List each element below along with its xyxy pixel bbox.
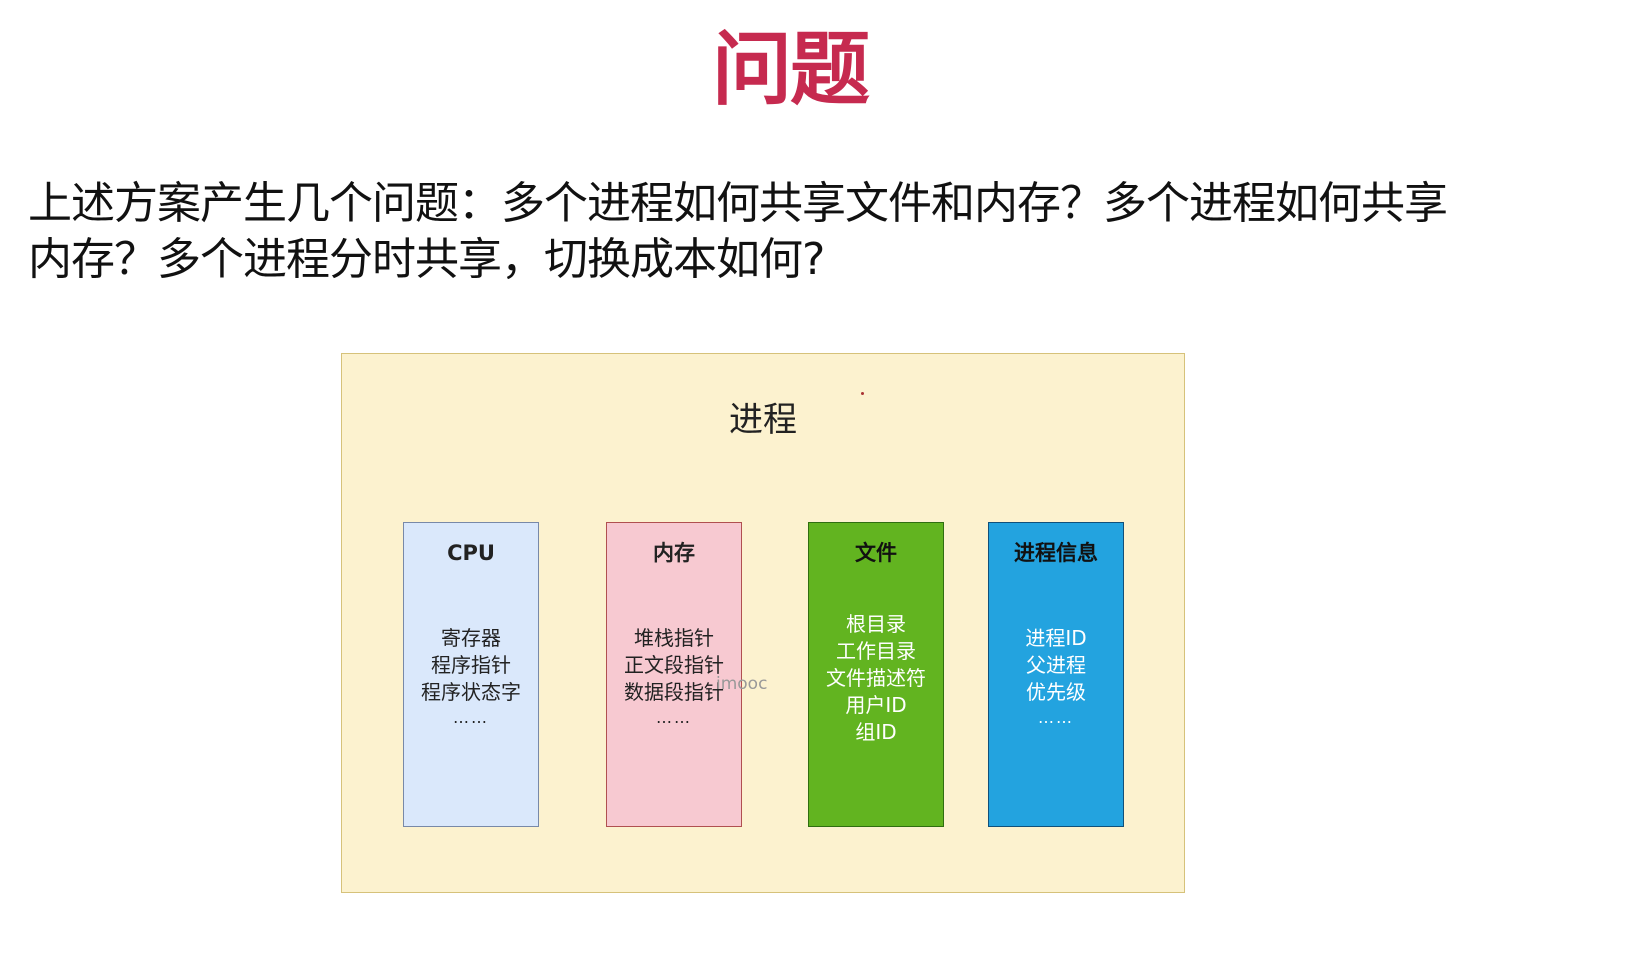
cpu-item: 寄存器 (441, 626, 501, 650)
process-info-more: …… (1038, 708, 1074, 727)
memory-heading: 内存 (653, 541, 695, 565)
process-info-heading: 进程信息 (1014, 541, 1098, 565)
memory-more: …… (656, 708, 692, 727)
cpu-more: …… (453, 708, 489, 727)
file-column: 文件 根目录 工作目录 文件描述符 用户ID 组ID (808, 522, 944, 827)
cpu-item: 程序指针 (431, 653, 511, 677)
watermark: imooc (716, 674, 768, 694)
cpu-column: CPU 寄存器 程序指针 程序状态字 …… (403, 522, 539, 827)
memory-item: 正文段指针 (624, 653, 724, 677)
memory-item: 堆栈指针 (634, 626, 714, 650)
question-text: 上述方案产生几个问题：多个进程如何共享文件和内存？多个进程如何共享内存？多个进程… (28, 178, 1448, 285)
process-info-item: 优先级 (1026, 680, 1086, 704)
memory-item: 数据段指针 (624, 680, 724, 704)
process-info-item: 父进程 (1026, 653, 1086, 677)
file-item: 根目录 (846, 612, 906, 636)
file-item: 工作目录 (836, 639, 916, 663)
file-heading: 文件 (855, 541, 897, 565)
cpu-heading: CPU (447, 541, 495, 565)
slide-title: 问题 (712, 23, 870, 116)
cpu-item: 程序状态字 (421, 680, 521, 704)
file-item: 用户ID (845, 693, 907, 717)
process-label: 进程 (729, 400, 797, 440)
cursor-dot (861, 392, 864, 395)
process-info-column: 进程信息 进程ID 父进程 优先级 …… (988, 522, 1124, 827)
memory-column: 内存 堆栈指针 正文段指针 数据段指针 …… (606, 522, 742, 827)
file-item: 组ID (855, 720, 897, 744)
file-item: 文件描述符 (826, 666, 926, 690)
process-info-item: 进程ID (1025, 626, 1087, 650)
